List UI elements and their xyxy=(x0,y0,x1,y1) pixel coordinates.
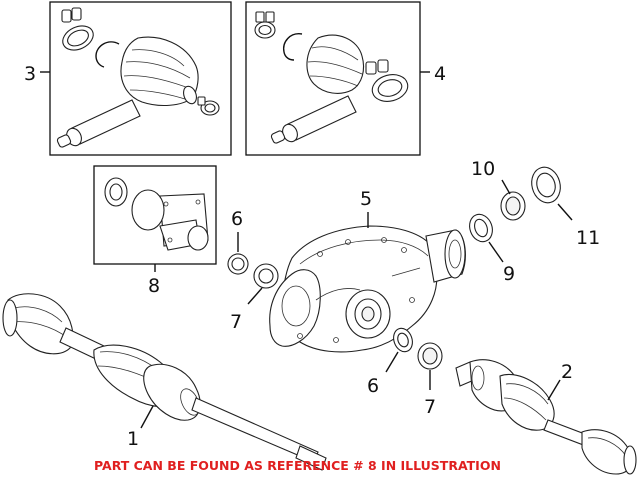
callout-11: 11 xyxy=(576,227,600,249)
clamp-large xyxy=(61,7,94,51)
seal-7-upper[interactable] xyxy=(253,263,279,289)
washer-6-lower[interactable] xyxy=(390,326,415,355)
kit-box-3[interactable] xyxy=(49,1,232,156)
callout-6-lower: 6 xyxy=(367,375,379,397)
callout-1: 1 xyxy=(127,428,139,450)
clamp-large-2 xyxy=(365,59,409,102)
axle-shaft-left[interactable] xyxy=(2,293,327,471)
kit-box-4[interactable] xyxy=(245,1,421,156)
callout-4: 4 xyxy=(434,63,446,85)
callout-5: 5 xyxy=(360,188,372,210)
seal-10[interactable] xyxy=(500,191,526,221)
flange-8 xyxy=(131,189,209,251)
callout-2: 2 xyxy=(561,361,573,383)
washer-9[interactable] xyxy=(466,211,496,245)
callout-3: 3 xyxy=(24,63,36,85)
axle-shaft-right[interactable] xyxy=(455,359,637,475)
seal-7-lower[interactable] xyxy=(417,342,443,370)
cv-boot xyxy=(120,36,199,107)
grease-tube-2 xyxy=(270,95,357,144)
washer-11[interactable] xyxy=(528,164,564,206)
callout-7-lower: 7 xyxy=(424,396,436,418)
callout-7-upper: 7 xyxy=(230,311,242,333)
snap-ring-2 xyxy=(283,33,303,61)
cv-boot-2 xyxy=(306,34,365,94)
callout-6-upper: 6 xyxy=(231,208,243,230)
rear-differential[interactable] xyxy=(269,225,466,353)
callout-10: 10 xyxy=(471,158,495,180)
grease-tube xyxy=(56,99,141,148)
callout-8: 8 xyxy=(148,275,160,297)
kit-box-8[interactable] xyxy=(93,165,217,265)
seal-ring-8 xyxy=(104,177,128,207)
clamp-small-top xyxy=(254,11,276,39)
reference-note: PART CAN BE FOUND AS REFERENCE # 8 IN IL… xyxy=(94,458,501,473)
leader-lines xyxy=(40,71,573,429)
callout-9: 9 xyxy=(503,263,515,285)
clamp-small xyxy=(197,96,220,116)
washer-6-upper[interactable] xyxy=(225,251,251,277)
snap-ring xyxy=(95,41,120,68)
